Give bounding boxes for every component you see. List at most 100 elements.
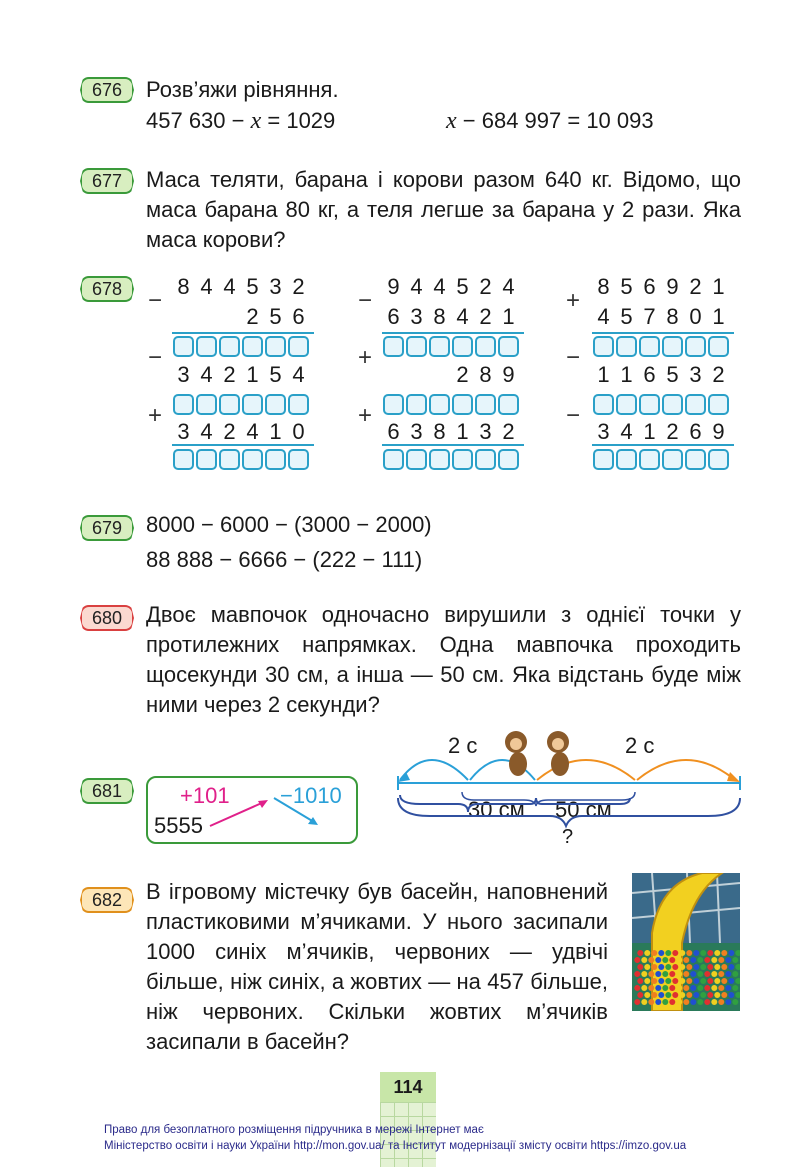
equation-2: x − 684 997 = 10 093 (446, 108, 654, 134)
digit: 1 (502, 304, 515, 329)
answer-digit-box[interactable] (685, 336, 706, 357)
answer-digit-box[interactable] (708, 449, 729, 470)
answer-digit-box[interactable] (219, 394, 240, 415)
ball (735, 964, 740, 970)
ball (725, 957, 732, 963)
answer-digit-box[interactable] (475, 449, 496, 470)
answer-digit-box[interactable] (429, 449, 450, 470)
answer-boxes[interactable] (383, 394, 519, 415)
digit: 5 (246, 274, 259, 299)
answer-digit-box[interactable] (593, 449, 614, 470)
answer-digit-box[interactable] (242, 394, 263, 415)
operator-sign: − (566, 402, 581, 429)
answer-digit-box[interactable] (639, 394, 660, 415)
answer-digit-box[interactable] (288, 394, 309, 415)
ball (648, 971, 655, 977)
answer-digit-box[interactable] (406, 449, 427, 470)
answer-digit-box[interactable] (265, 449, 286, 470)
ball (651, 950, 658, 956)
answer-digit-box[interactable] (173, 336, 194, 357)
equation-1: 457 630 − x = 1029 (146, 108, 336, 134)
answer-boxes[interactable] (383, 336, 519, 357)
answer-digit-box[interactable] (685, 394, 706, 415)
answer-digit-box[interactable] (219, 336, 240, 357)
answer-digit-box[interactable] (406, 336, 427, 357)
minus-arrow (273, 797, 315, 823)
digit: 4 (410, 274, 423, 299)
ball (662, 985, 669, 991)
answer-digit-box[interactable] (196, 336, 217, 357)
jump-left-2 (399, 759, 469, 781)
ball (728, 964, 735, 970)
answer-digit-box[interactable] (616, 336, 637, 357)
answer-digit-box[interactable] (498, 449, 519, 470)
answer-digit-box[interactable] (429, 336, 450, 357)
answer-digit-box[interactable] (452, 449, 473, 470)
digit: 9 (712, 419, 725, 444)
answer-digit-box[interactable] (593, 394, 614, 415)
digit: 6 (643, 274, 656, 299)
answer-digit-box[interactable] (196, 394, 217, 415)
answer-digit-box[interactable] (288, 449, 309, 470)
page-number: 114 (380, 1072, 436, 1102)
answer-digit-box[interactable] (452, 336, 473, 357)
ball (672, 950, 679, 956)
answer-digit-box[interactable] (685, 449, 706, 470)
answer-digit-box[interactable] (383, 336, 404, 357)
answer-digit-box[interactable] (242, 336, 263, 357)
answer-digit-box[interactable] (452, 394, 473, 415)
ball (637, 992, 644, 998)
ball (690, 971, 697, 977)
ball (704, 971, 711, 977)
answer-digit-box[interactable] (475, 394, 496, 415)
answer-digit-box[interactable] (708, 394, 729, 415)
ball (732, 957, 739, 963)
digit: 1 (246, 362, 259, 387)
ball (644, 950, 651, 956)
answer-boxes[interactable] (593, 394, 729, 415)
answer-digit-box[interactable] (708, 336, 729, 357)
ball (676, 971, 683, 977)
digit: 4 (433, 274, 446, 299)
answer-digit-box[interactable] (242, 449, 263, 470)
answer-digit-box[interactable] (593, 336, 614, 357)
answer-digit-box[interactable] (406, 394, 427, 415)
answer-digit-box[interactable] (616, 449, 637, 470)
answer-digit-box[interactable] (196, 449, 217, 470)
answer-boxes[interactable] (593, 449, 729, 470)
ball (697, 971, 704, 977)
answer-boxes[interactable] (173, 336, 309, 357)
sum-line (592, 332, 734, 334)
ball (700, 950, 707, 956)
answer-digit-box[interactable] (288, 336, 309, 357)
answer-digit-box[interactable] (173, 449, 194, 470)
answer-digit-box[interactable] (639, 336, 660, 357)
footer-line-2: Міністерство освіти і науки України http… (104, 1140, 687, 1152)
digit: 2 (223, 419, 236, 444)
answer-digit-box[interactable] (498, 336, 519, 357)
digit: 2 (712, 362, 725, 387)
answer-boxes[interactable] (383, 449, 519, 470)
ball (704, 957, 711, 963)
answer-digit-box[interactable] (383, 449, 404, 470)
digit: 7 (643, 304, 656, 329)
answer-digit-box[interactable] (662, 449, 683, 470)
answer-boxes[interactable] (173, 394, 309, 415)
answer-digit-box[interactable] (383, 394, 404, 415)
answer-digit-box[interactable] (429, 394, 450, 415)
answer-digit-box[interactable] (265, 394, 286, 415)
answer-digit-box[interactable] (662, 336, 683, 357)
answer-boxes[interactable] (593, 336, 729, 357)
answer-digit-box[interactable] (616, 394, 637, 415)
answer-digit-box[interactable] (662, 394, 683, 415)
answer-digit-box[interactable] (475, 336, 496, 357)
answer-digit-box[interactable] (498, 394, 519, 415)
answer-digit-box[interactable] (173, 394, 194, 415)
answer-digit-box[interactable] (639, 449, 660, 470)
answer-boxes[interactable] (173, 449, 309, 470)
digit: 5 (269, 304, 282, 329)
answer-digit-box[interactable] (219, 449, 240, 470)
operator-sign: − (358, 287, 373, 314)
ball (718, 985, 725, 991)
answer-digit-box[interactable] (265, 336, 286, 357)
